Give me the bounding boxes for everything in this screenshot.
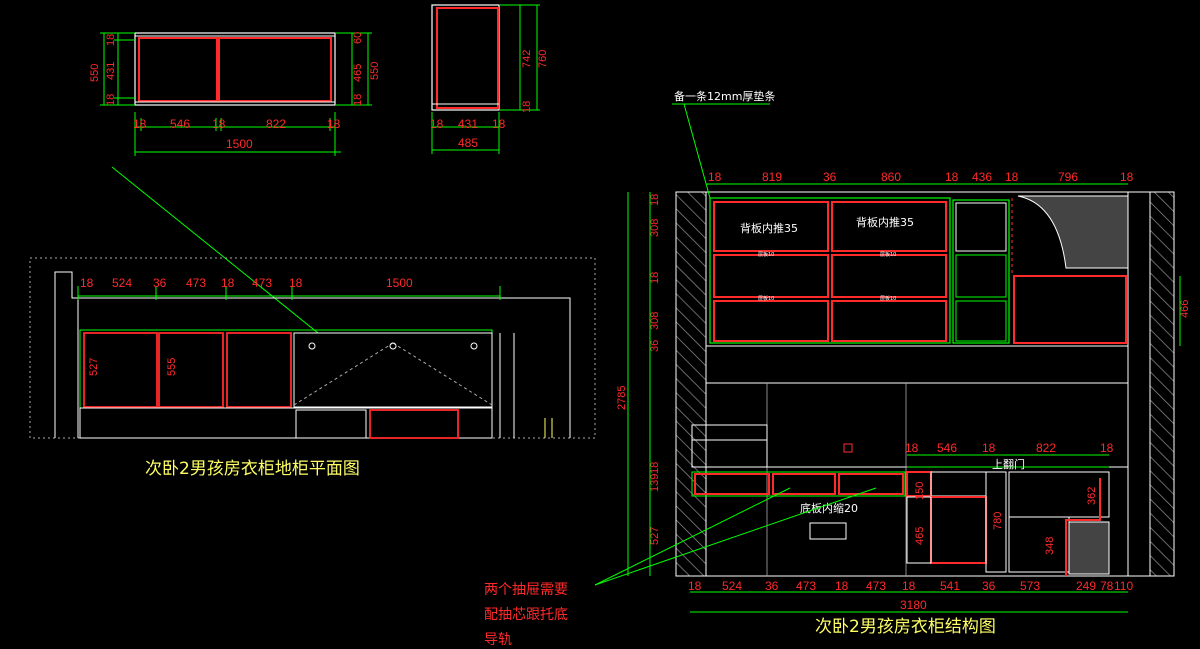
dim-label: 527	[649, 527, 661, 545]
dim-label: 110	[1114, 579, 1133, 593]
floor-plan-title: 次卧2男孩房衣柜地柜平面图	[145, 459, 360, 479]
dim-label: 18	[492, 117, 506, 131]
dim-label: 18	[289, 276, 303, 290]
dim-label: 36	[649, 340, 661, 352]
dim-label: 18	[649, 462, 661, 474]
dim-label: 18	[905, 441, 919, 455]
dim-label: 524	[112, 276, 132, 290]
dim-label: 249	[1076, 579, 1096, 593]
drawer-note-line: 导轨	[484, 632, 512, 648]
dim-label: 18	[688, 579, 702, 593]
dim-label: 18	[649, 194, 661, 206]
shelf-label: 层板10	[758, 295, 774, 302]
dim-label: 18	[649, 272, 661, 284]
dim-label: 18	[133, 117, 147, 131]
bottom-panel-label: 底板内缩20	[800, 501, 858, 515]
dim-label: 60	[352, 32, 364, 44]
top-plan-detail: 18 546 18 822 18 1500 550 18 431 18 60 4…	[89, 32, 381, 156]
dim-label: 18	[521, 101, 533, 113]
dim-label: 473	[866, 579, 886, 593]
dim-label: 796	[1058, 170, 1078, 184]
dim-label: 2785	[616, 386, 628, 410]
dim-label: 18	[835, 579, 849, 593]
dim-label: 18	[945, 170, 959, 184]
dim-label: 473	[252, 276, 272, 290]
dim-label: 18	[1120, 170, 1134, 184]
upper-door-label: 上翻门	[992, 457, 1025, 471]
dim-label: 18	[221, 276, 235, 290]
drawer-note-line: 配抽芯跟托底	[484, 607, 568, 623]
dim-label: 550	[89, 64, 101, 82]
dim-label: 819	[762, 170, 782, 184]
dim-label: 465	[352, 64, 364, 82]
dim-label: 431	[105, 62, 117, 80]
dim-label: 36	[823, 170, 837, 184]
floor-cabinet-plan: 18 524 36 473 18 473 18 1500 527 555 次卧2…	[29, 257, 596, 479]
dim-label: 36	[153, 276, 167, 290]
dim-label: 541	[940, 579, 960, 593]
shelf-label: 层板10	[880, 295, 896, 302]
dim-label: 348	[1044, 537, 1056, 555]
dim-label: 546	[937, 441, 957, 455]
dim-label: 822	[1036, 441, 1056, 455]
dim-label: 860	[881, 170, 901, 184]
dim-label: 18	[327, 117, 341, 131]
dim-label: 550	[369, 62, 381, 80]
dim-label: 18	[902, 579, 916, 593]
dim-label: 18	[212, 117, 226, 131]
dim-label: 466	[1179, 300, 1191, 318]
dim-label: 555	[166, 358, 178, 376]
dim-label: 18	[80, 276, 94, 290]
dim-label: 18	[105, 34, 117, 46]
dim-label: 36	[982, 579, 996, 593]
dim-label: 1500	[386, 276, 413, 290]
top-side-section: 18 431 18 485 742 18 760	[430, 4, 549, 154]
dim-label: 18	[1100, 441, 1114, 455]
dim-label: 465	[914, 527, 926, 545]
dim-label: 780	[992, 512, 1004, 530]
dim-label: 1500	[226, 137, 253, 151]
strip-note: 备一条12mm厚垫条	[674, 89, 775, 103]
structure-elevation-title: 次卧2男孩房衣柜结构图	[815, 617, 996, 637]
dim-label: 139	[649, 474, 661, 492]
dim-label: 485	[458, 136, 478, 150]
shelf-label: 层板10	[880, 251, 896, 258]
dim-label: 18	[352, 94, 364, 106]
dim-label: 473	[186, 276, 206, 290]
dim-label: 431	[458, 117, 478, 131]
dim-label: 18	[982, 441, 996, 455]
back-panel-label: 背板内推35	[740, 221, 798, 235]
dim-label: 760	[537, 50, 549, 68]
leader-line	[111, 166, 319, 334]
back-panel-label: 背板内推35	[856, 215, 914, 229]
dim-label: 524	[722, 579, 742, 593]
dim-label: 36	[765, 579, 779, 593]
structure-elevation: 背板内推35 背板内推35 层板10 层板10 层板10 层板10 上翻门 底板…	[616, 170, 1191, 637]
dim-label: 18	[708, 170, 722, 184]
annotation-drawer: 两个抽屉需要 配抽芯跟托底 导轨	[484, 487, 877, 648]
dim-label: 742	[521, 50, 533, 68]
annotation-strip: 备一条12mm厚垫条	[672, 89, 775, 199]
dim-label: 546	[170, 117, 190, 131]
dim-label: 150	[914, 482, 926, 500]
dim-label: 436	[972, 170, 992, 184]
dim-label: 527	[88, 358, 100, 376]
dim-label: 822	[266, 117, 286, 131]
dim-label: 573	[1020, 579, 1040, 593]
dim-label: 473	[796, 579, 816, 593]
dim-label: 78	[1100, 579, 1114, 593]
drawer-note-line: 两个抽屉需要	[484, 582, 568, 598]
shelf-label: 层板10	[758, 251, 774, 258]
dim-label: 308	[649, 312, 661, 330]
dim-label: 3180	[900, 598, 927, 612]
dim-label: 18	[430, 117, 444, 131]
dim-label: 362	[1086, 487, 1098, 505]
dim-label: 18	[105, 94, 117, 106]
dim-label: 308	[649, 219, 661, 237]
dim-label: 18	[1005, 170, 1019, 184]
